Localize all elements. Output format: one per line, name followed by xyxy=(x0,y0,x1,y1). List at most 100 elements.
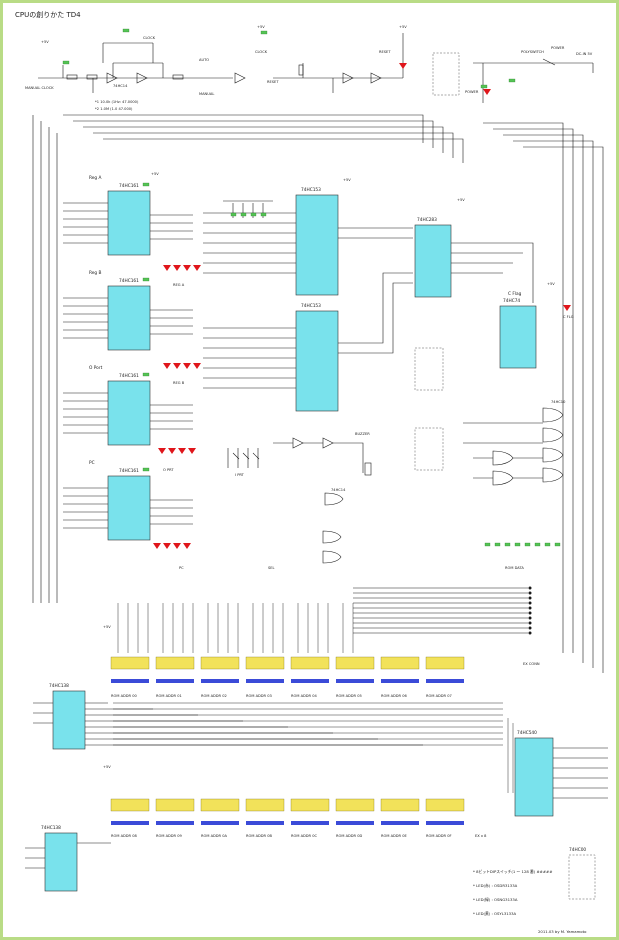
rom-top-2: ROM ADDR 02 xyxy=(200,656,240,698)
reset-out-label: RESET xyxy=(379,50,391,54)
rom-data-leds: ROM DATA xyxy=(484,542,561,570)
vcc-label-3: +5V xyxy=(343,178,351,182)
pc-leds: PC xyxy=(153,543,191,570)
vcc-label-1: +5V xyxy=(41,40,49,44)
vcc-label-7: +5V xyxy=(547,282,555,286)
rom-bottom-4: ROM ADDR 0C xyxy=(290,798,330,838)
clock-note-2: *2 1.0M (1.0 47.000) xyxy=(95,107,133,111)
pullup-resistors xyxy=(223,200,273,218)
pc-chip: 74HC161 PC xyxy=(63,460,193,541)
input-port-label: I PRT xyxy=(235,473,245,477)
decode-gates: 74HC10 xyxy=(463,400,566,486)
rom-bottom-3: ROM ADDR 0B xyxy=(245,798,285,838)
notes-block: * 8ビットDIPスイッチ(1 ～ 128 番) ##### * LED(赤) … xyxy=(473,869,552,916)
clock-section: CLOCK AUTO MANUAL MANUAL CLOCK *1 10.0k … xyxy=(25,25,268,111)
decoder-1: 74HC138 xyxy=(33,683,423,750)
rom-bottom-5-label: ROM ADDR 0D xyxy=(336,834,362,838)
power-led-label: POWER xyxy=(465,90,479,94)
decoder-2: 74HC138 xyxy=(25,825,111,892)
note-3: * LED(緑) : OSNG3133A xyxy=(473,897,518,902)
ex-x8-label: EX x 8 xyxy=(475,834,487,838)
out-leds: O PRT xyxy=(158,448,196,472)
gate-label-1: 74HC10 xyxy=(551,400,566,404)
adder-chip: 74HC283 xyxy=(414,217,534,303)
rom-top-1-label: ROM ADDR 01 xyxy=(156,694,182,698)
clock-switch-label: CLOCK xyxy=(143,36,156,40)
rom-top-7-label: ROM ADDR 07 xyxy=(426,694,452,698)
rom-top-1: ROM ADDR 01 xyxy=(155,656,195,698)
vcc-label-2: +5V xyxy=(151,172,159,176)
clock-out-label: CLOCK xyxy=(255,50,268,54)
rom-buffer-name: 74HC540 xyxy=(517,730,537,736)
buzzer-label: BUZZER xyxy=(355,432,370,436)
rom-top-5-label: ROM ADDR 05 xyxy=(336,694,362,698)
rom-bottom-3-label: ROM ADDR 0B xyxy=(246,834,272,838)
reg-b-chip: 74HC161 Reg B xyxy=(63,270,193,351)
rom-top-4: ROM ADDR 04 xyxy=(290,656,330,698)
vcc-label-clock: +5V xyxy=(257,25,265,29)
carry-chip-name: 74HC74 xyxy=(503,298,520,304)
decoder-2-name: 74HC138 xyxy=(41,825,61,831)
rom-bottom-0: ROM ADDR 08 xyxy=(110,798,150,838)
rom-bottom-1-label: ROM ADDR 09 xyxy=(156,834,182,838)
dc-jack-label: DC-IN 5V xyxy=(576,52,593,56)
polyswitch-label: POLYSWITCH xyxy=(521,50,544,54)
empty-socket-2 xyxy=(414,427,444,471)
input-dip: I PRT xyxy=(227,448,260,477)
rom-bottom-6-label: ROM ADDR 0E xyxy=(381,834,407,838)
rom-bottom-1: ROM ADDR 09 xyxy=(155,798,195,838)
note-2: * LED(赤) : OSDR3133A xyxy=(473,883,518,888)
rom-mid-wiring xyxy=(113,702,514,793)
c-flag-label: C Flag xyxy=(508,291,522,297)
rom-buffer-chip: 74HC540 xyxy=(514,730,608,817)
rom-row-top: ROM ADDR 00 ROM ADDR 01 ROM ADDR 02 ROM … xyxy=(110,656,465,698)
rom-top-0: ROM ADDR 00 xyxy=(110,656,150,698)
rom-bottom-6: ROM ADDR 0E xyxy=(380,798,420,838)
reg-a-label: Reg A xyxy=(89,175,102,181)
out-port-chip-name: 74HC161 xyxy=(119,373,139,379)
rom-bottom-5: ROM ADDR 0D xyxy=(335,798,375,838)
power-switch-label: POWER xyxy=(551,46,565,50)
empty-socket-1 xyxy=(414,347,444,391)
reg-b-leds: REG B xyxy=(163,363,201,385)
note-1: * 8ビットDIPスイッチ(1 ～ 128 番) ##### xyxy=(473,869,552,874)
power-section: POLYSWITCH POWER DC-IN 5V POWER +5V xyxy=(399,25,594,103)
reg-a-chip: 74HC161 Reg A xyxy=(63,175,193,256)
vcc-label-6: +5V xyxy=(103,765,111,769)
decoder-1-name: 74HC138 xyxy=(49,683,69,689)
rom-address-bus xyxy=(117,603,354,653)
vcc-label-4: +5V xyxy=(457,198,465,202)
rom-bottom-7-label: ROM ADDR 0F xyxy=(426,834,452,838)
reg-b-chip-name: 74HC161 xyxy=(119,278,139,284)
ex-conn-label: EX CONN xyxy=(523,662,540,666)
rom-top-2-label: ROM ADDR 02 xyxy=(201,694,227,698)
manual-clock-label: MANUAL CLOCK xyxy=(25,86,54,90)
mux-top-name: 74HC153 xyxy=(301,187,321,193)
gate-label-2: 74HC14 xyxy=(331,488,346,492)
clock-note-1: *1 10.0k (1Hz: 47.0000) xyxy=(95,100,139,104)
schematic-title: CPUの創りかた TD4 xyxy=(15,10,81,19)
out-port-chip: 74HC161 O Port xyxy=(63,365,193,446)
note-4: * LED(黄) : OSYL3133A xyxy=(473,911,516,916)
reg-b-label: Reg B xyxy=(89,270,102,276)
rom-bottom-2-label: ROM ADDR 0A xyxy=(201,834,227,838)
pc-led-label: PC xyxy=(179,566,184,570)
rom-top-0-label: ROM ADDR 00 xyxy=(111,694,137,698)
adder-chip-name: 74HC283 xyxy=(417,217,437,223)
rom-bottom-0-label: ROM ADDR 08 xyxy=(111,834,137,838)
schematic-drawing: CPUの創りかた TD4 CLOCK AUTO MANUAL MANUAL CL… xyxy=(15,10,608,934)
rom-row-bottom: ROM ADDR 08 ROM ADDR 09 ROM ADDR 0A ROM … xyxy=(110,798,487,838)
rom-top-7: ROM ADDR 07 xyxy=(425,656,465,698)
bus-wiring xyxy=(32,114,604,673)
inverter-chip-label: 74HC14 xyxy=(113,84,128,88)
reg-b-led-label: REG B xyxy=(173,381,185,385)
reg-a-leds: REG A xyxy=(163,265,201,287)
vcc-label-power: +5V xyxy=(399,25,407,29)
reg-a-led-label: REG A xyxy=(173,283,185,287)
rom-top-3: ROM ADDR 03 xyxy=(245,656,285,698)
rom-bottom-4-label: ROM ADDR 0C xyxy=(291,834,317,838)
rom-top-3-label: ROM ADDR 03 xyxy=(246,694,272,698)
rom-top-4-label: ROM ADDR 04 xyxy=(291,694,317,698)
mux-bottom-chip: 74HC153 xyxy=(203,272,413,412)
